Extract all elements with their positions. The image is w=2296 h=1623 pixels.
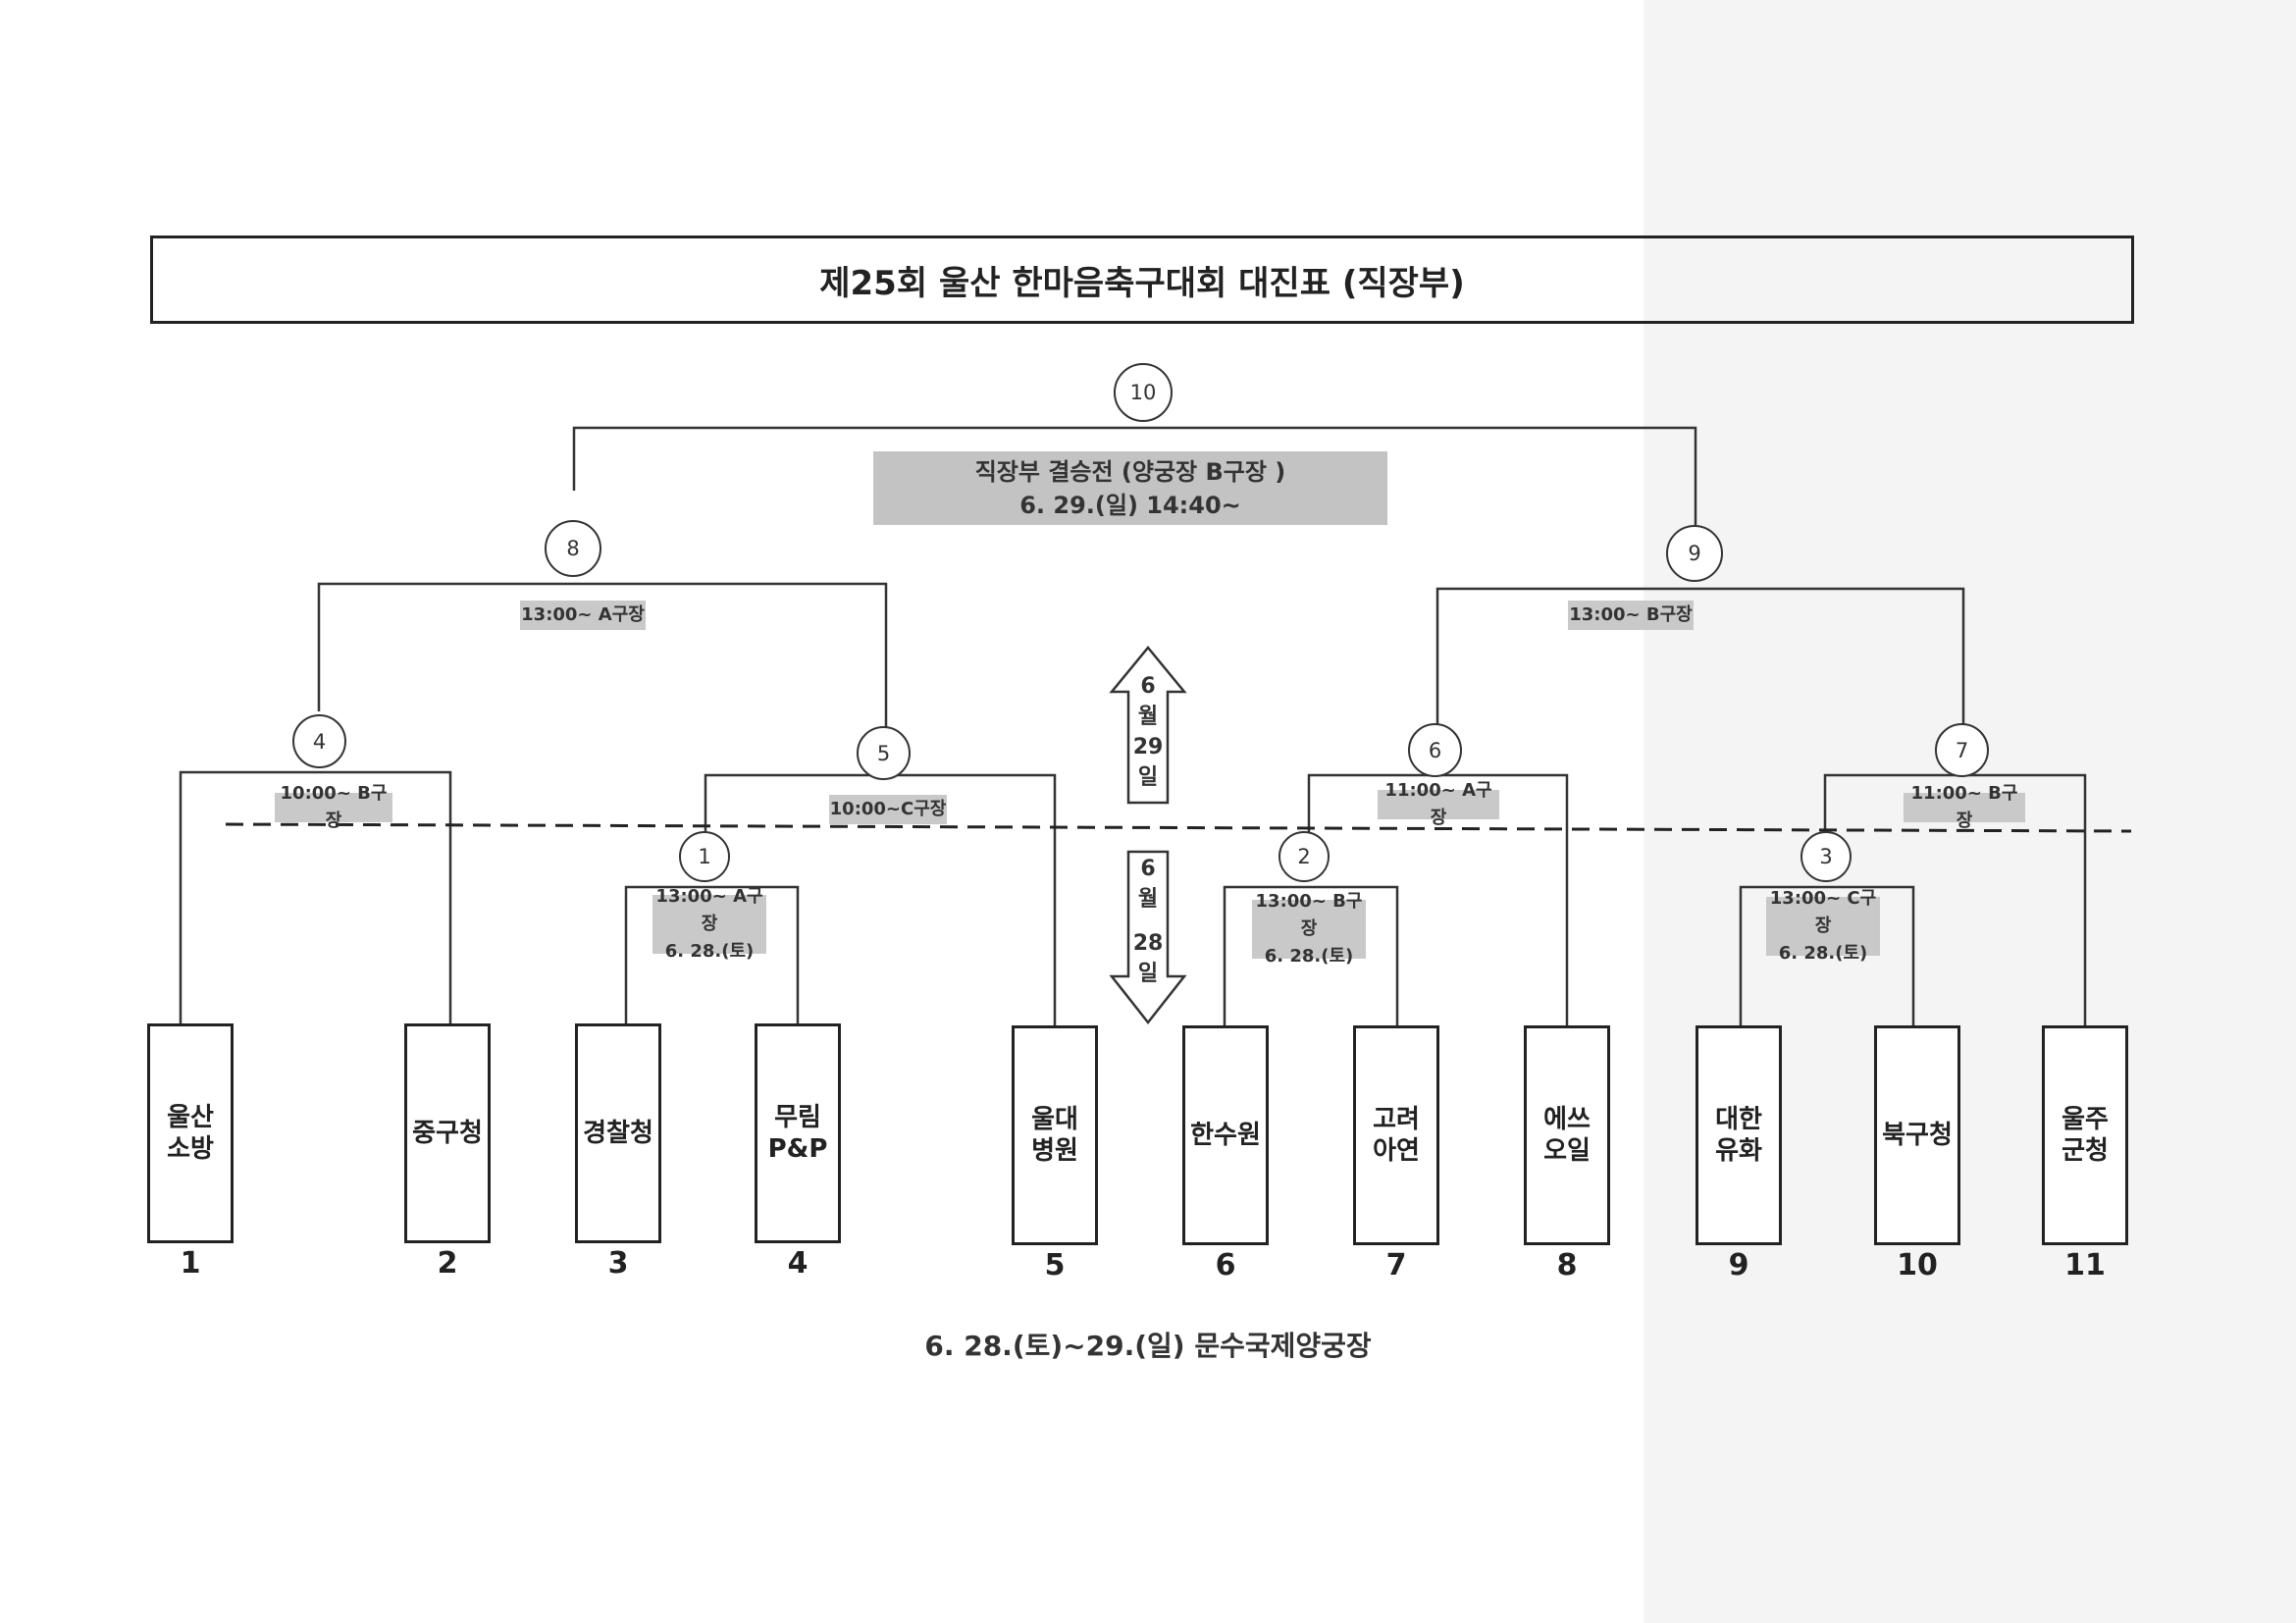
team-number-1: 1 (180, 1246, 201, 1281)
match-5-time: 10:00~C구장 (829, 795, 947, 824)
team-number-6: 6 (1215, 1248, 1236, 1283)
team-box-9: 대한 유화 (1696, 1025, 1782, 1245)
match-7-time: 11:00~ B구장 (1904, 783, 2025, 831)
team-box-10: 북구청 (1874, 1025, 1960, 1245)
final-datetime: 6. 29.(일) 14:40~ (1019, 491, 1241, 519)
match-circle-10: 10 (1114, 363, 1173, 422)
match-circle-7: 7 (1935, 723, 1989, 777)
day-divider (225, 822, 2132, 833)
match-9-time: 13:00~ B구장 (1568, 601, 1694, 630)
final-match-label: 직장부 결승전 (양궁장 B구장 ) 6. 29.(일) 14:40~ (873, 451, 1387, 525)
match-1-time: 13:00~ A구장 6. 28.(토) (652, 886, 766, 962)
team-box-7: 고려 아연 (1353, 1025, 1439, 1245)
team-number-9: 9 (1728, 1248, 1749, 1283)
match-8-time: 13:00~ A구장 (520, 601, 646, 630)
team-box-4: 무림 P&P (755, 1023, 841, 1243)
team-box-8: 에쓰 오일 (1524, 1025, 1610, 1245)
arrow-up-icon (1109, 646, 1187, 805)
match-circle-4: 4 (292, 714, 346, 768)
venue-footer: 6. 28.(토)~29.(일) 문수국제양궁장 (924, 1330, 1372, 1362)
match-4-time: 10:00~ B구장 (275, 783, 392, 831)
match-circle-5: 5 (857, 726, 911, 780)
team-number-2: 2 (437, 1246, 458, 1281)
page-title: 제25회 울산 한마음축구대회 대진표 (직장부) (819, 263, 1465, 303)
team-number-5: 5 (1044, 1248, 1066, 1283)
team-box-6: 한수원 (1182, 1025, 1269, 1245)
team-number-3: 3 (607, 1246, 629, 1281)
title-box: 제25회 울산 한마음축구대회 대진표 (직장부) (150, 236, 2134, 324)
day-28-label: 6 월 28 일 (1132, 857, 1164, 986)
match-circle-9: 9 (1666, 525, 1723, 582)
team-number-8: 8 (1556, 1248, 1578, 1283)
day-29-label: 6 월 29 일 (1132, 674, 1164, 790)
team-box-1: 울산 소방 (147, 1023, 234, 1243)
team-number-11: 11 (2064, 1248, 2106, 1283)
team-number-4: 4 (787, 1246, 809, 1281)
match-circle-1: 1 (679, 831, 730, 882)
match-6-time: 11:00~ A구장 (1378, 780, 1499, 828)
team-box-5: 울대 병원 (1012, 1025, 1098, 1245)
final-title: 직장부 결승전 (양궁장 B구장 ) (974, 457, 1286, 486)
match-circle-8: 8 (545, 520, 601, 577)
team-box-11: 울주 군청 (2042, 1025, 2128, 1245)
team-box-2: 중구청 (404, 1023, 491, 1243)
team-number-7: 7 (1385, 1248, 1407, 1283)
match-circle-3: 3 (1800, 831, 1852, 882)
match-circle-2: 2 (1278, 831, 1330, 882)
arrow-down-icon (1109, 850, 1187, 1025)
match-3-time: 13:00~ C구장 6. 28.(토) (1766, 888, 1880, 964)
match-circle-6: 6 (1408, 723, 1462, 777)
match-2-time: 13:00~ B구장 6. 28.(토) (1252, 891, 1366, 967)
team-number-10: 10 (1897, 1248, 1938, 1283)
team-box-3: 경찰청 (575, 1023, 661, 1243)
